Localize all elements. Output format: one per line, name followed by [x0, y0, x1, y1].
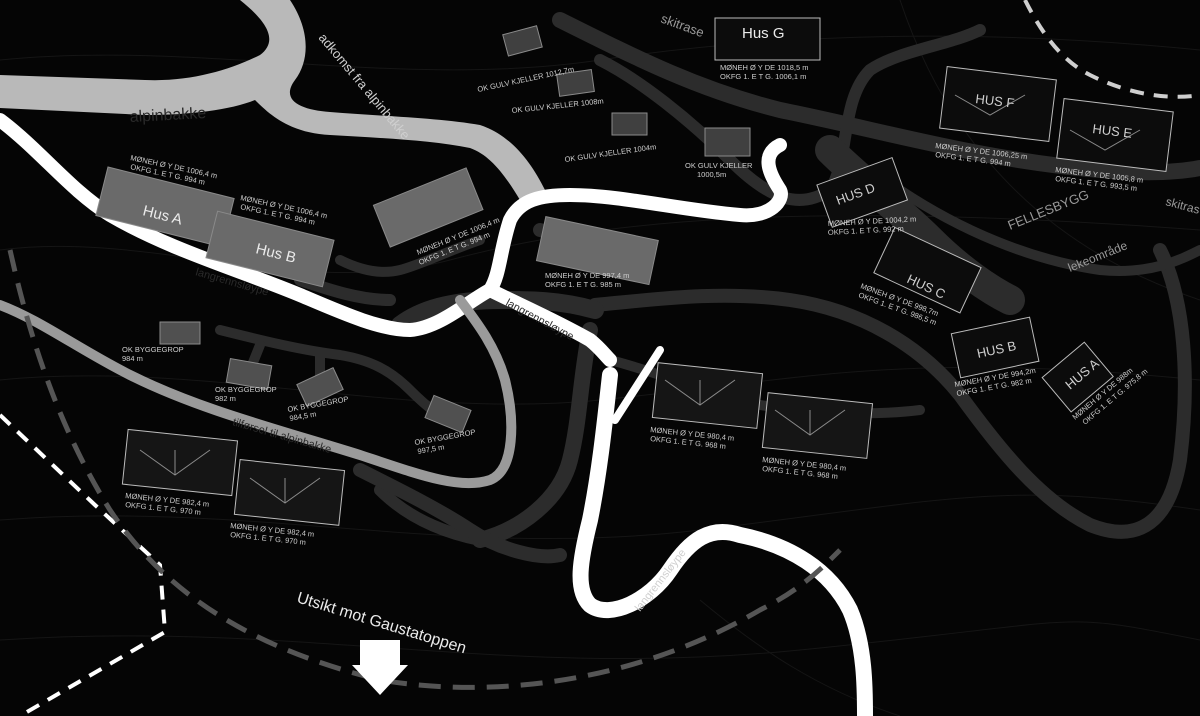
building-hus-g: [714, 17, 821, 61]
pit-1: [159, 321, 201, 345]
road-skitrase: [552, 12, 1200, 181]
basement-4-label-b: 1000,5m: [697, 170, 726, 179]
building-hus-a-right: [1041, 341, 1114, 413]
level-center-m: MØNEH Ø Y DE 997,4 m: [545, 271, 629, 280]
property-boundary-white: [0, 413, 168, 716]
road-lower-bend: [353, 463, 567, 564]
building-hus-f: [939, 65, 1057, 143]
building-hus-b-right: [950, 316, 1040, 379]
building-row-east-1: [651, 362, 764, 429]
building-row-west-2: [233, 459, 346, 526]
pit-2-label-b: 982 m: [215, 394, 236, 403]
view-arrow-icon: [352, 640, 408, 695]
xc-trail-south: [572, 367, 873, 716]
road-southwest: [374, 484, 486, 546]
basement-1: [502, 25, 543, 57]
label-hus-f: HUS F: [975, 91, 1016, 111]
road-south: [472, 322, 598, 548]
boundary-north-east: [1023, 0, 1200, 99]
level-hus-g-m: MØNEH Ø Y DE 1018,5 m: [720, 63, 809, 72]
label-alpinbakke: alpinbakke: [129, 105, 206, 126]
basement-4-label-a: OK GULV KJELLER: [685, 161, 753, 170]
pit-2-label-a: OK BYGGEGROP: [215, 385, 277, 394]
building-hus-d: [816, 157, 909, 228]
slope-feeder-road: [0, 295, 517, 489]
building-hus-e: [1056, 97, 1174, 173]
label-tilforsel: tilførsel til alpinbakke: [231, 416, 332, 456]
roof-hatching: [139, 94, 1141, 504]
property-boundary-grey: [7, 249, 842, 690]
building-center: [535, 216, 659, 286]
basement-4: [704, 127, 751, 157]
building-hus-c: [873, 226, 982, 314]
basement-3: [611, 112, 648, 136]
building-row-east-2: [761, 392, 874, 459]
label-skitrase-edge: skitras: [1164, 194, 1200, 216]
xc-trail-spur: [611, 346, 664, 424]
xc-trail-mid: [483, 283, 617, 367]
label-skitrase: skitrase: [659, 11, 706, 40]
pit-4: [424, 394, 472, 434]
label-hus-g: Hus G: [742, 25, 785, 42]
road-fellesbygg: [895, 185, 1200, 276]
basement-3-label: OK GULV KJELLER 1004m: [564, 142, 657, 164]
level-hus-g-o: OKFG 1. E T G. 1006,1 m: [720, 72, 806, 81]
building-hus-b-left: [205, 210, 335, 288]
road-upper-left: [335, 235, 485, 277]
basement-2: [556, 69, 595, 97]
pit-1-label-b: 984 m: [122, 354, 143, 363]
building-row-west-1: [121, 428, 239, 497]
building-mid-block: [372, 167, 484, 248]
label-hus-e: HUS E: [1092, 121, 1134, 141]
ski-slope: [0, 0, 545, 200]
pit-4-label-a: OK BYGGEGROP: [414, 427, 476, 447]
xc-trails: [0, 113, 873, 716]
pit-2: [225, 357, 273, 391]
level-center-o: OKFG 1. E T G. 985 m: [545, 280, 621, 289]
label-langrennsloype-3: langrennsløype: [633, 547, 689, 614]
basement-2-label: OK GULV KJELLER 1008m: [511, 96, 604, 115]
road-main-east: [588, 243, 1192, 539]
level-hus-d-o: OKFG 1. E T G. 992 m: [828, 224, 904, 237]
pit-3: [296, 367, 344, 407]
pit-1-label-a: OK BYGGEGROP: [122, 345, 184, 354]
buildings: [95, 17, 1174, 526]
